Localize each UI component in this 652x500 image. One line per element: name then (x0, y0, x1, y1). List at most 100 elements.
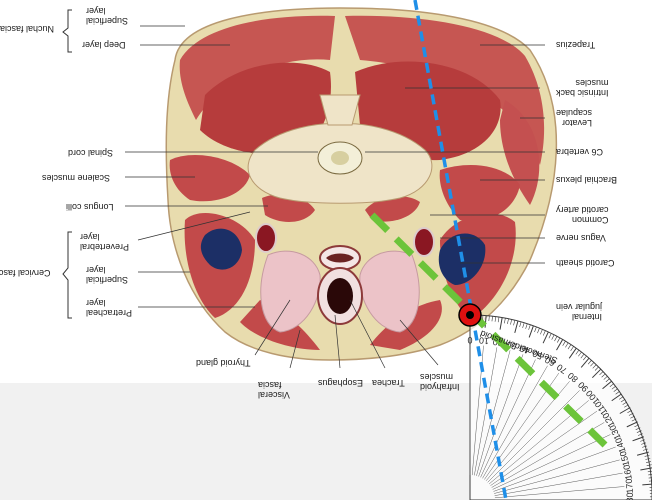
protractor-tick (603, 375, 608, 380)
protractor-degree-label: 150 (618, 450, 632, 467)
label-esophagus: Esophagus (318, 378, 364, 388)
protractor-tick (556, 339, 563, 351)
protractor-tick (534, 327, 537, 333)
label-vagus-nerve: Vagus nerve (556, 233, 606, 243)
protractor-degree-label: 10 (479, 335, 490, 346)
label-brachial-plexus: Brachial plexus (556, 175, 618, 185)
protractor-tick (590, 362, 595, 367)
protractor-tick (554, 336, 558, 342)
protractor-tick (565, 342, 569, 348)
protractor-tick (514, 321, 519, 334)
label-levator-scapulae: Levator scapulae (556, 108, 593, 128)
protractor-tick (609, 383, 614, 387)
protractor-tick (640, 467, 652, 471)
protractor-degree-label: 140 (613, 437, 628, 455)
protractor-tick (525, 323, 528, 329)
label-intrinsic-back-muscles: Intrinsic back muscles (556, 78, 609, 98)
protractor-tick (602, 380, 613, 390)
spinal-cord-grey-matter (331, 151, 349, 165)
protractor-tick (636, 430, 642, 433)
label-nuchal-fascia: Nuchal fascia (0, 24, 55, 34)
protractor-tick (648, 474, 652, 476)
protractor-degree-label: 80 (566, 370, 580, 384)
protractor-tick (562, 341, 566, 346)
protractor-tick (580, 357, 590, 368)
protractor-tick (622, 401, 628, 405)
protractor-tick (583, 356, 587, 361)
protractor-tick (644, 454, 650, 457)
protractor-tick (641, 442, 647, 445)
protractor-degree-labels: 0102030405060708090100110120130140150160… (467, 335, 635, 500)
protractor-tick (551, 335, 555, 340)
protractor-tick (528, 324, 531, 330)
protractor-tick (642, 445, 648, 448)
protractor-tick (578, 352, 582, 357)
protractor-tick (611, 393, 622, 402)
protractor-tick (631, 418, 637, 422)
protractor-ray (494, 459, 620, 494)
protractor-tick (519, 322, 522, 328)
protractor-tick (634, 424, 640, 428)
label-cervical-fascia: Cervical fascia (0, 268, 51, 278)
protractor-tick (494, 316, 497, 322)
esophagus-lumen (327, 278, 353, 314)
protractor-tick (504, 318, 506, 324)
scalene-left (169, 155, 250, 202)
protractor-tick (613, 388, 618, 392)
protractor-tick (537, 328, 540, 334)
longus-colli-right (365, 196, 420, 222)
protractor-ray (494, 486, 625, 499)
protractor-tick (646, 464, 652, 466)
protractor-tick (580, 354, 585, 359)
label-carotid-sheath: Carotid sheath (556, 258, 615, 268)
protractor-tick (557, 338, 560, 343)
label-superficial-layer: Superficial layer (86, 6, 129, 26)
protractor-tick (635, 427, 641, 430)
protractor-tick (619, 407, 631, 414)
trachea-lumen (326, 253, 354, 263)
blue-dashed-guide-line (413, 0, 508, 500)
label-c6-vertebra: C6 vertebra (556, 147, 604, 157)
protractor-tick (513, 320, 516, 326)
protractor-ray (482, 365, 548, 479)
label-trachea: Trachea (372, 378, 405, 388)
protractor-tick (575, 350, 579, 355)
protractor-ray (478, 354, 524, 477)
protractor-tick (615, 391, 620, 395)
protractor-tick (626, 421, 638, 428)
protractor-tick (491, 316, 493, 322)
protractor-tick (648, 477, 652, 479)
label-visceral-fascia: Visceral fascia (258, 380, 290, 400)
label-longus-colli: Longus colli (66, 202, 114, 212)
protractor-degree-label: 180 (625, 492, 635, 500)
protractor-tick (540, 329, 543, 335)
protractor-tick (636, 451, 649, 456)
leader-lines-left (125, 25, 318, 308)
protractor-ray (476, 350, 511, 476)
protractor-tick (591, 368, 602, 379)
protractor-degree-label: 50 (531, 348, 544, 361)
protractor-tick (640, 439, 646, 442)
label-pretracheal-layer: Pretracheal layer (86, 298, 133, 318)
protractor-tick (570, 346, 574, 351)
protractor-tick (646, 461, 652, 463)
protractor-tick (599, 371, 604, 376)
protractor-degree-label: 70 (555, 362, 569, 376)
protractor-tick (605, 378, 610, 383)
label-infrahyoid-muscles: Infrahyoid muscles (420, 372, 460, 392)
protractor-tick (645, 458, 651, 460)
label-scalene-muscles: Scalene muscles (42, 173, 111, 183)
protractor-tick (630, 415, 635, 419)
protractor-tick (488, 315, 490, 322)
trapezius-right (345, 15, 545, 165)
label-thyroid-gland: Thyroid gland (196, 358, 251, 368)
protractor-tick (601, 373, 606, 378)
protractor-tick (522, 322, 525, 328)
protractor-ray (493, 446, 616, 492)
protractor-tick (587, 360, 592, 365)
protractor-ray (474, 347, 498, 476)
protractor-degree-label: 90 (576, 380, 590, 394)
thyroid-gland-left (260, 250, 321, 333)
leader-lines-bottom (254, 299, 439, 369)
